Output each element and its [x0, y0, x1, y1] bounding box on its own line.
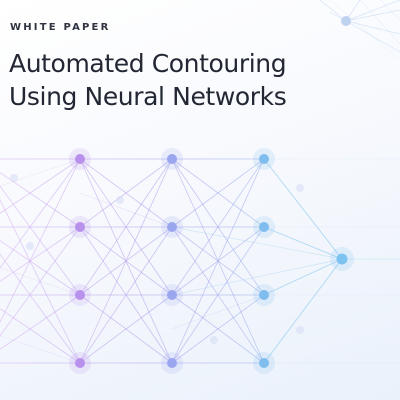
network-edge	[263, 226, 343, 260]
network-node-faint	[296, 184, 304, 192]
network-edge	[171, 158, 265, 228]
network-node	[75, 290, 85, 300]
network-edge	[359, 0, 400, 45]
network-edge	[79, 158, 173, 228]
network-edge	[0, 158, 81, 214]
network-node	[259, 154, 269, 164]
corner-network-graphic	[319, 0, 400, 61]
network-edge	[0, 308, 81, 364]
network-edge	[345, 20, 400, 35]
network-edge	[171, 294, 265, 330]
network-edge	[0, 158, 81, 324]
network-edge	[0, 335, 81, 364]
network-connections	[0, 158, 400, 364]
title-line-2: Using Neural Networks	[9, 82, 287, 111]
network-node-faint	[10, 174, 18, 182]
network-node	[336, 253, 348, 265]
network-edge	[263, 258, 343, 364]
network-edge	[329, 0, 400, 61]
network-edge	[79, 294, 173, 364]
network-edge	[0, 198, 81, 364]
network-edge	[0, 158, 81, 187]
network-edge	[345, 0, 400, 22]
network-edge	[263, 258, 343, 296]
network-node	[259, 290, 269, 300]
network-edge	[345, 9, 400, 22]
network-node-faint	[26, 242, 34, 250]
network-edge	[79, 158, 173, 364]
network-node	[75, 222, 85, 232]
network-edge	[345, 20, 400, 53]
network-node	[259, 222, 269, 232]
network-edge	[171, 226, 343, 260]
network-nodes	[10, 148, 355, 374]
network-node-faint	[210, 336, 218, 344]
network-edge	[0, 240, 81, 296]
network-edge	[79, 158, 173, 296]
network-edge	[0, 226, 81, 282]
network-node	[75, 358, 85, 368]
page-title: Automated Contouring Using Neural Networ…	[9, 47, 389, 113]
network-edge	[0, 267, 81, 296]
network-edge	[263, 158, 343, 260]
network-edge	[0, 158, 81, 269]
network-node-faint	[296, 326, 304, 334]
network-edge	[171, 158, 265, 364]
network-edge	[379, 0, 400, 21]
title-line-1: Automated Contouring	[9, 49, 287, 78]
network-edge	[171, 258, 343, 296]
network-node	[167, 290, 177, 300]
network-node	[259, 358, 269, 368]
network-node	[167, 154, 177, 164]
network-edge	[171, 158, 265, 296]
network-edge	[171, 226, 265, 364]
network-edge	[79, 192, 173, 228]
network-node	[167, 222, 177, 232]
network-edge	[0, 294, 81, 350]
corner-network-node	[341, 16, 351, 26]
network-edge	[0, 172, 81, 228]
network-edge	[79, 226, 173, 364]
network-edge	[0, 226, 81, 337]
network-node-faint	[116, 196, 124, 204]
network-edge	[319, 0, 347, 22]
network-edge	[171, 294, 265, 364]
network-node	[167, 358, 177, 368]
document-type-label: WHITE PAPER	[10, 22, 111, 33]
network-node	[75, 154, 85, 164]
